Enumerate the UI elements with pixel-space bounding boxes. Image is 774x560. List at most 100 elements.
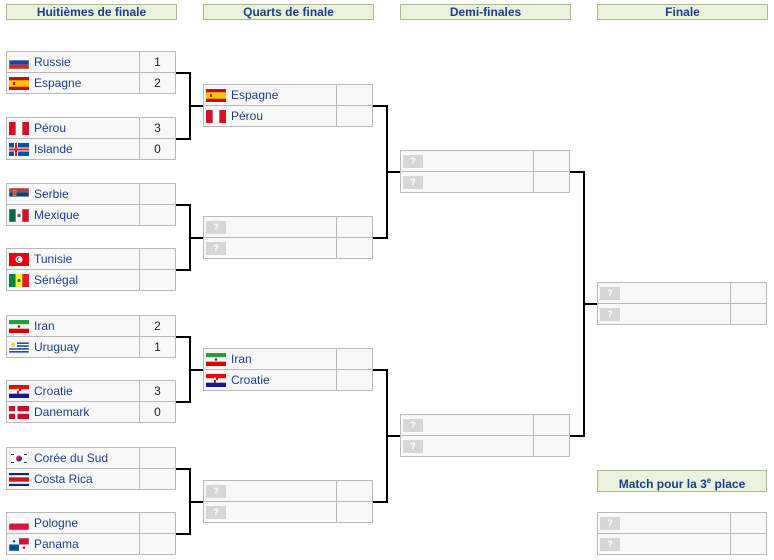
team-name-link[interactable]: Espagne xyxy=(231,88,279,102)
croatia-flag-icon xyxy=(206,374,226,387)
team-row: Corée du Sud xyxy=(6,447,176,469)
unknown-team-icon: ? xyxy=(600,517,620,530)
team-cell: ? xyxy=(598,513,731,533)
header-r16: Huitièmes de finale xyxy=(6,4,177,20)
mexico-flag-icon xyxy=(9,209,29,222)
peru-flag-icon xyxy=(206,110,226,123)
bracket-connector xyxy=(176,204,191,206)
bracket-connector xyxy=(176,138,191,140)
third-place-suffix: place xyxy=(711,477,746,491)
team-name-link[interactable]: Tunisie xyxy=(34,252,73,266)
team-cell: Uruguay xyxy=(7,337,140,357)
qf-match-2: ?? xyxy=(203,216,373,260)
score-cell xyxy=(337,502,372,522)
team-cell: ? xyxy=(204,481,337,501)
score-cell xyxy=(731,304,766,324)
team-cell: Sénégal xyxy=(7,270,140,290)
team-name-link[interactable]: Uruguay xyxy=(34,340,80,354)
team-name-link[interactable]: Pérou xyxy=(231,109,264,123)
unknown-team-icon: ? xyxy=(403,419,423,432)
score-cell: 1 xyxy=(154,340,161,354)
croatia-flag-icon xyxy=(9,385,29,398)
team-name-link[interactable]: Sénégal xyxy=(34,273,79,287)
team-name-link[interactable]: Russie xyxy=(34,55,71,69)
team-name-link[interactable]: Costa Rica xyxy=(34,472,93,486)
team-name-link[interactable]: Danemark xyxy=(34,405,90,419)
team-row: Pérou xyxy=(203,105,373,127)
score-cell xyxy=(337,481,372,501)
peru-flag-icon xyxy=(9,122,29,135)
iran-flag-icon xyxy=(206,353,226,366)
bracket-connector xyxy=(373,501,388,503)
team-cell: Espagne xyxy=(7,73,140,93)
score-cell: 3 xyxy=(154,384,161,398)
team-name-link[interactable]: Pérou xyxy=(34,121,67,135)
final-match-1: ?? xyxy=(597,282,767,326)
team-name-link[interactable]: Pologne xyxy=(34,516,79,530)
unknown-team-icon: ? xyxy=(206,221,226,234)
team-cell: Pérou xyxy=(204,106,337,126)
south-korea-flag-icon xyxy=(9,452,29,465)
score-cell xyxy=(534,436,569,456)
team-cell: Croatie xyxy=(204,370,337,390)
russia-flag-icon xyxy=(9,56,29,69)
team-name-link[interactable]: Iran xyxy=(231,352,252,366)
poland-flag-icon xyxy=(9,517,29,530)
score-cell: 3 xyxy=(154,121,161,135)
score-cell xyxy=(337,217,372,237)
team-cell: ? xyxy=(204,238,337,258)
iran-flag-icon xyxy=(9,320,29,333)
bracket-connector xyxy=(386,171,400,173)
team-cell: Costa Rica xyxy=(7,469,140,489)
unknown-team-icon: ? xyxy=(206,485,226,498)
score-cell: 0 xyxy=(154,142,161,156)
team-row: Iran xyxy=(203,348,373,370)
team-row: ? xyxy=(400,171,570,193)
uruguay-flag-icon xyxy=(9,341,29,354)
team-row: ? xyxy=(400,414,570,436)
team-row: ? xyxy=(203,480,373,502)
score-cell xyxy=(337,370,372,390)
team-name-link[interactable]: Espagne xyxy=(34,76,82,90)
team-name-link[interactable]: Croatie xyxy=(231,373,270,387)
team-name-link[interactable]: Iran xyxy=(34,319,55,333)
team-name-link[interactable]: Islande xyxy=(34,142,73,156)
team-name-link[interactable]: Mexique xyxy=(34,208,80,222)
header-qf: Quarts de finale xyxy=(203,4,374,20)
team-cell: ? xyxy=(401,151,534,171)
bracket-connector xyxy=(176,72,191,74)
team-name-link[interactable]: Serbie xyxy=(34,187,69,201)
costa-rica-flag-icon xyxy=(9,473,29,486)
bracket-connector xyxy=(189,237,203,239)
team-row: ? xyxy=(400,435,570,457)
team-cell: Corée du Sud xyxy=(7,448,140,468)
team-name-link[interactable]: Panama xyxy=(34,537,79,551)
score-cell xyxy=(140,249,175,269)
score-cell xyxy=(337,238,372,258)
bracket-connector xyxy=(570,435,585,437)
bracket-connector xyxy=(176,401,191,403)
third-place-sup: e xyxy=(706,476,712,485)
team-row: Sénégal xyxy=(6,269,176,291)
header-sf: Demi-finales xyxy=(400,4,571,20)
team-row: Croatie 3 xyxy=(6,380,176,402)
bracket-connector xyxy=(373,369,388,371)
bracket-connector xyxy=(176,468,191,470)
team-cell: Panama xyxy=(7,534,140,554)
team-row: Tunisie xyxy=(6,248,176,270)
team-cell: ? xyxy=(204,502,337,522)
unknown-team-icon: ? xyxy=(206,242,226,255)
score-cell xyxy=(140,534,175,554)
team-row: ? xyxy=(203,216,373,238)
team-name-link[interactable]: Croatie xyxy=(34,384,73,398)
team-name-link[interactable]: Corée du Sud xyxy=(34,451,109,465)
team-row: Espagne xyxy=(203,84,373,106)
